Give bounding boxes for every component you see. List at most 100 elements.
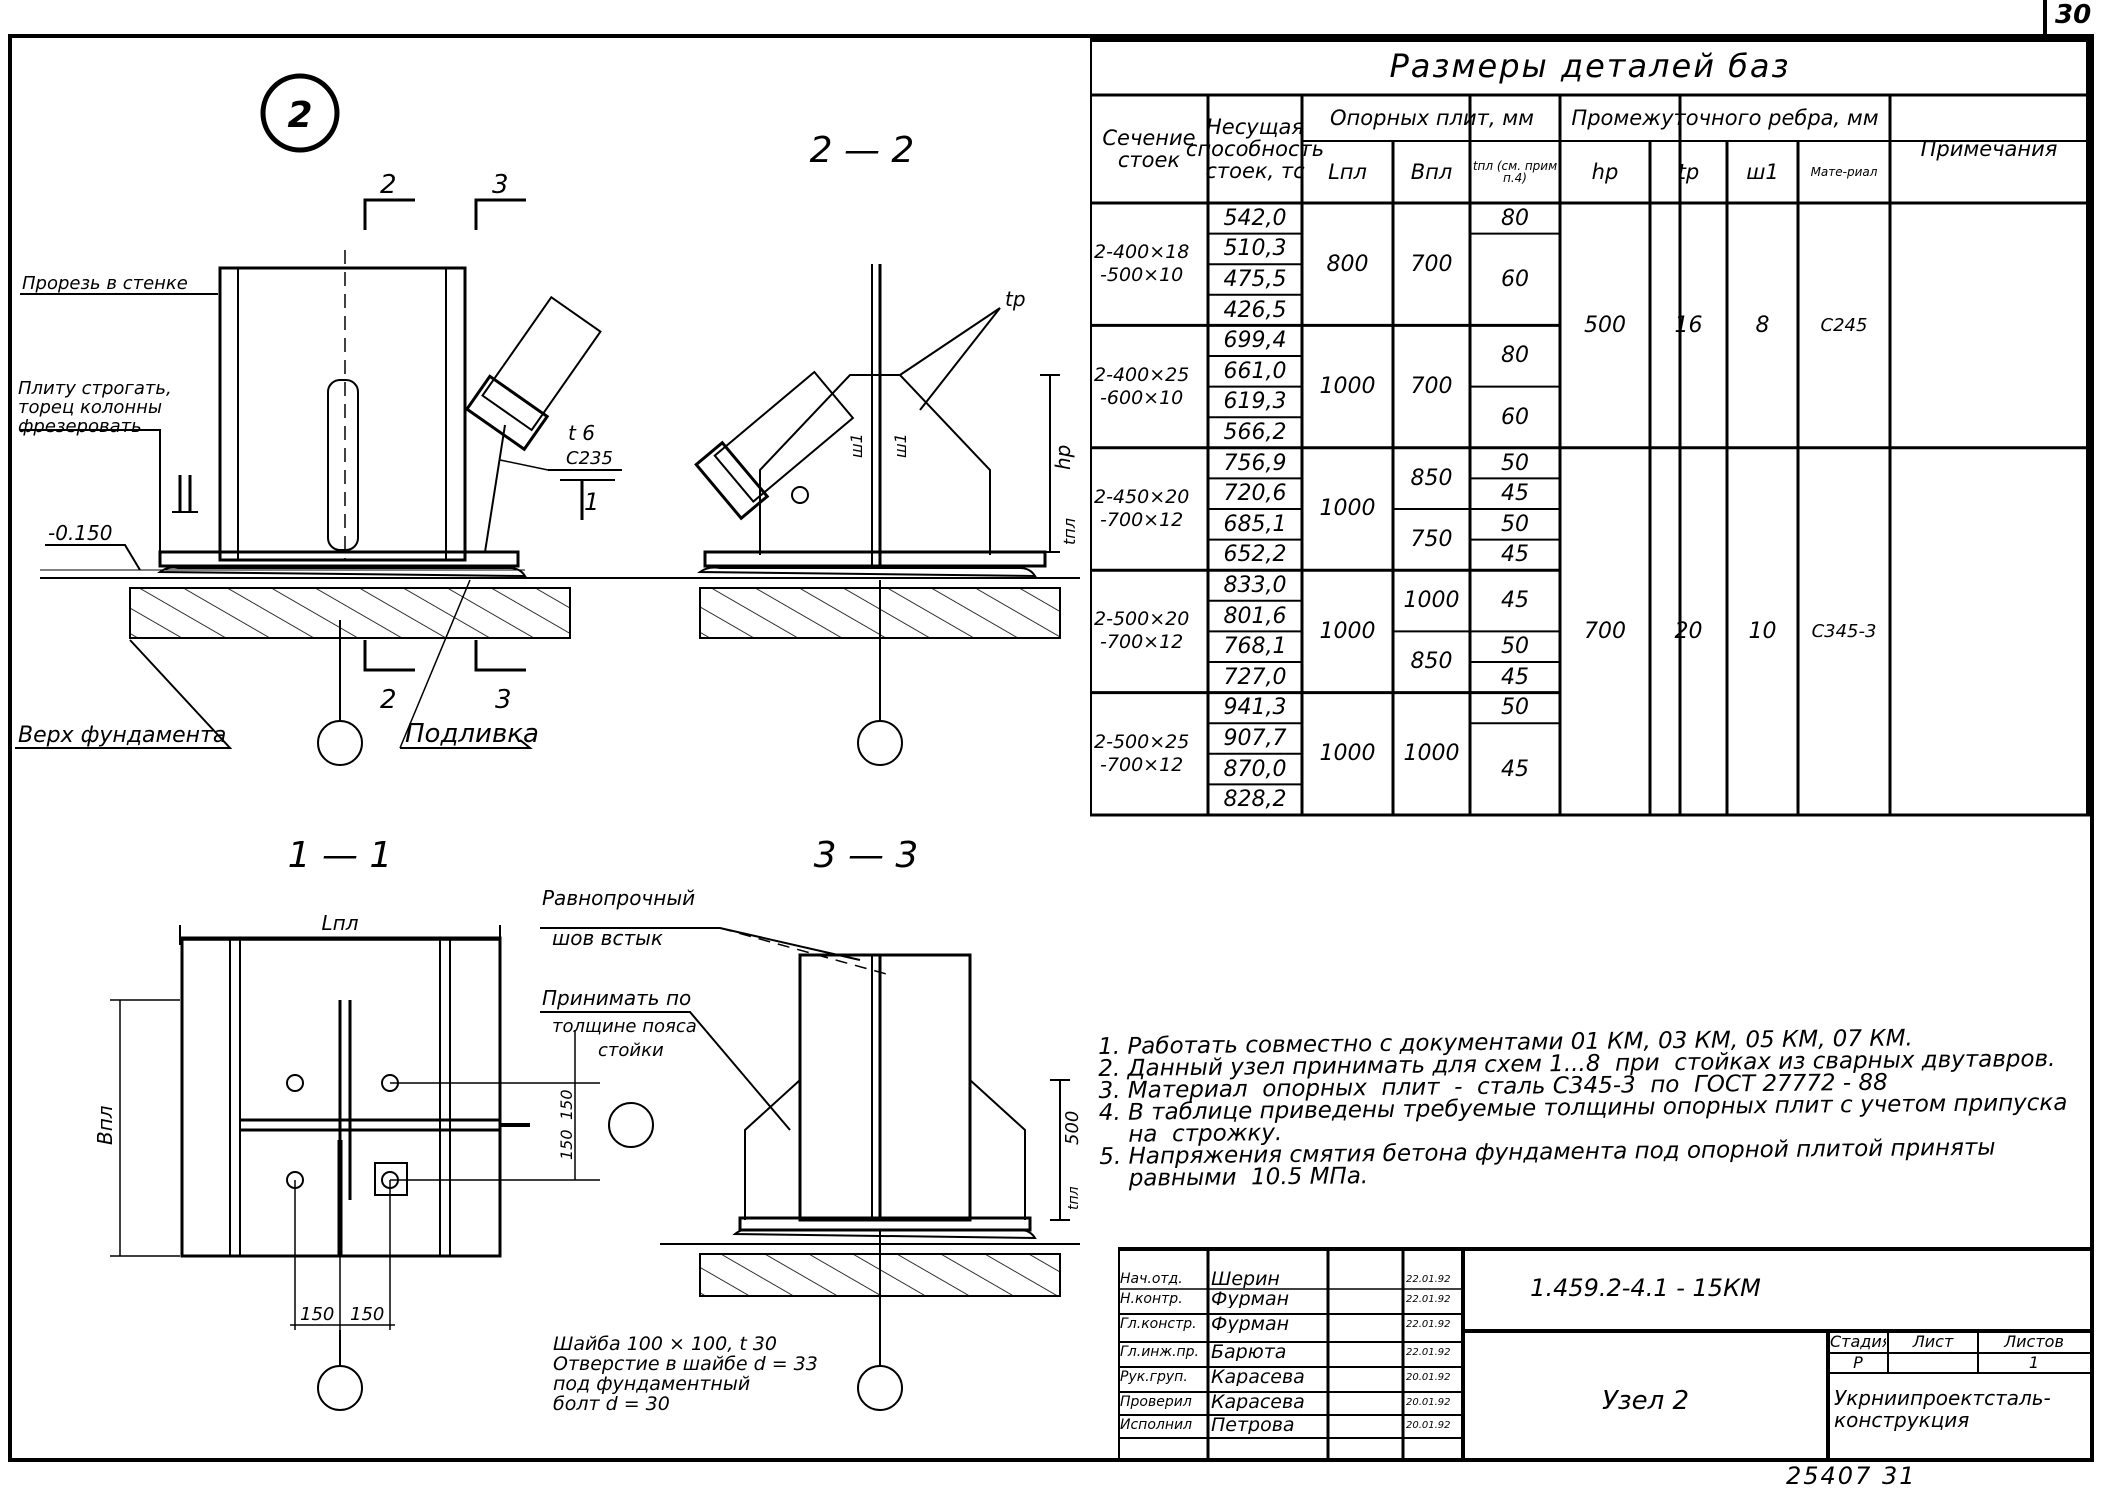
plate-width-value: 700 [1410, 374, 1453, 400]
role-cell: Гл.констр. [1120, 1316, 1197, 1332]
node-drawing: 2 2 — 2 1 — 1 3 — 3 2 3 2 3 1 Прорезь в … [15, 73, 1083, 1415]
cut-mark-3-top: 3 [492, 170, 509, 200]
date-cell: 22.01.92 [1406, 1274, 1451, 1285]
group-section: 2-500×20 -700×12 [1094, 608, 1190, 654]
rib-material-value: С345-3 [1811, 620, 1877, 642]
capacity-value: 685,1 [1223, 511, 1287, 537]
header-lpl: Lпл [1328, 160, 1367, 184]
plate-thickness-value: 45 [1501, 664, 1529, 690]
name-cell: Барюта [1211, 1344, 1287, 1361]
header-material: Мате-риал [1810, 165, 1878, 179]
capacity-value: 426,5 [1223, 297, 1287, 323]
rib-weld-value: 10 [1748, 618, 1777, 644]
slot-label: Прорезь в стенке [22, 273, 188, 294]
dim-500-label: 500 [1062, 1111, 1083, 1145]
take-label-3: стойки [598, 1040, 664, 1061]
capacity-value: 619,3 [1223, 389, 1287, 415]
plate-width-value: 1000 [1403, 741, 1460, 767]
view-title-1-1: 1 — 1 [288, 835, 393, 876]
rib-material-value: С245 [1820, 314, 1868, 336]
washer-note-1: Шайба 100 × 100, t 30 [553, 1333, 777, 1355]
front-view [15, 198, 1080, 766]
group-section: 2-400×18 -500×10 [1094, 241, 1190, 287]
elevation-label: -0.150 [48, 521, 112, 545]
plate-width-value: 850 [1410, 465, 1453, 491]
view-title-3-3: 3 — 3 [814, 835, 919, 876]
header-tp: tр [1677, 160, 1700, 184]
header-capacity: Несущая способность стоек, тс [1185, 115, 1325, 183]
washer-note-4: болт d = 30 [553, 1393, 670, 1415]
plate-thickness-value: 80 [1501, 343, 1529, 369]
dim-150-4: 150 [557, 1129, 576, 1160]
header-w1: ш1 [1746, 160, 1779, 184]
grout-label: Подливка [405, 719, 539, 749]
dim-150-2: 150 [350, 1304, 384, 1325]
capacity-value: 828,2 [1223, 787, 1287, 813]
header-bpl: Bпл [1410, 160, 1453, 184]
stage-value: Р [1853, 1354, 1863, 1371]
node-number: 2 [287, 95, 312, 136]
date-cell: 22.01.92 [1406, 1319, 1451, 1330]
plate-length-value: 1000 [1319, 496, 1376, 522]
role-cell: Рук.груп. [1120, 1369, 1188, 1385]
bpl-label: Bпл [93, 1105, 117, 1145]
role-cell: Гл.инж.пр. [1120, 1344, 1200, 1360]
dim-150-1: 150 [300, 1304, 334, 1325]
name-cell: Фурман [1211, 1316, 1290, 1333]
plate-thickness-value: 50 [1501, 634, 1529, 660]
role-cell: Исполнил [1120, 1417, 1193, 1433]
node-number-circle [260, 73, 340, 153]
header-hp: hр [1591, 160, 1619, 184]
header-rib: Промежуточного ребра, мм [1571, 106, 1879, 130]
plate-thickness-value: 60 [1501, 266, 1529, 292]
view-title-2-2: 2 — 2 [810, 130, 915, 171]
dim-150-3: 150 [557, 1089, 576, 1120]
lpl-label: Lпл [321, 911, 358, 935]
washer-note-2: Отверстие в шайбе d = 33 [553, 1353, 818, 1375]
plate-thickness-value: 45 [1501, 542, 1529, 568]
drawing-frame [8, 34, 2094, 1462]
plate-thickness-value: 50 [1501, 450, 1529, 476]
foundation-top-label: Верх фундамента [18, 723, 226, 748]
date-cell: 20.01.92 [1406, 1372, 1451, 1383]
name-cell: Шерин [1211, 1271, 1280, 1288]
group-section: 2-400×25 -600×10 [1094, 363, 1190, 409]
table-title: Размеры деталей баз [1389, 47, 1791, 85]
page-number: 30 [2043, 0, 2103, 34]
capacity-value: 699,4 [1223, 328, 1287, 354]
rib-height-value: 700 [1584, 618, 1626, 644]
capacity-value: 801,6 [1223, 603, 1287, 629]
cut-mark-2-bottom: 2 [380, 685, 397, 715]
plate-width-value: 700 [1410, 251, 1453, 277]
washer-note-3: под фундаментный [553, 1373, 750, 1395]
take-label-2: толщине пояса [552, 1016, 697, 1037]
plate-thickness-value: 60 [1501, 404, 1529, 430]
name-cell: Карасева [1211, 1394, 1305, 1411]
capacity-value: 833,0 [1223, 572, 1287, 598]
tpl-label: tпл [1060, 518, 1079, 545]
plate-width-value: 1000 [1403, 588, 1460, 614]
plate-length-value: 800 [1326, 251, 1369, 277]
date-cell: 20.01.92 [1406, 1397, 1451, 1408]
hp-label: hр [1051, 445, 1075, 470]
capacity-value: 652,2 [1223, 542, 1287, 568]
w1-label-b: ш1 [891, 433, 910, 458]
rib-thickness-value: 16 [1674, 312, 1703, 338]
role-cell: Н.контр. [1120, 1291, 1183, 1307]
steel-c235-label: С235 [566, 448, 613, 469]
t6-label: t 6 [568, 421, 595, 445]
take-label-1: Принимать по [542, 986, 691, 1010]
plate-thickness-value: 80 [1501, 205, 1529, 231]
plate-width-value: 750 [1410, 527, 1453, 553]
date-cell: 20.01.92 [1406, 1420, 1451, 1431]
weld-label-1: Равнопрочный [542, 886, 695, 910]
section-3-3 [540, 927, 1080, 1411]
tpl-label-2: tпл [1066, 1186, 1082, 1210]
capacity-value: 542,0 [1223, 205, 1287, 231]
plate-length-value: 1000 [1319, 741, 1376, 767]
capacity-value: 907,7 [1223, 725, 1287, 751]
rib-weld-value: 8 [1755, 312, 1770, 338]
capacity-value: 941,3 [1223, 695, 1287, 721]
capacity-value: 510,3 [1223, 236, 1287, 262]
